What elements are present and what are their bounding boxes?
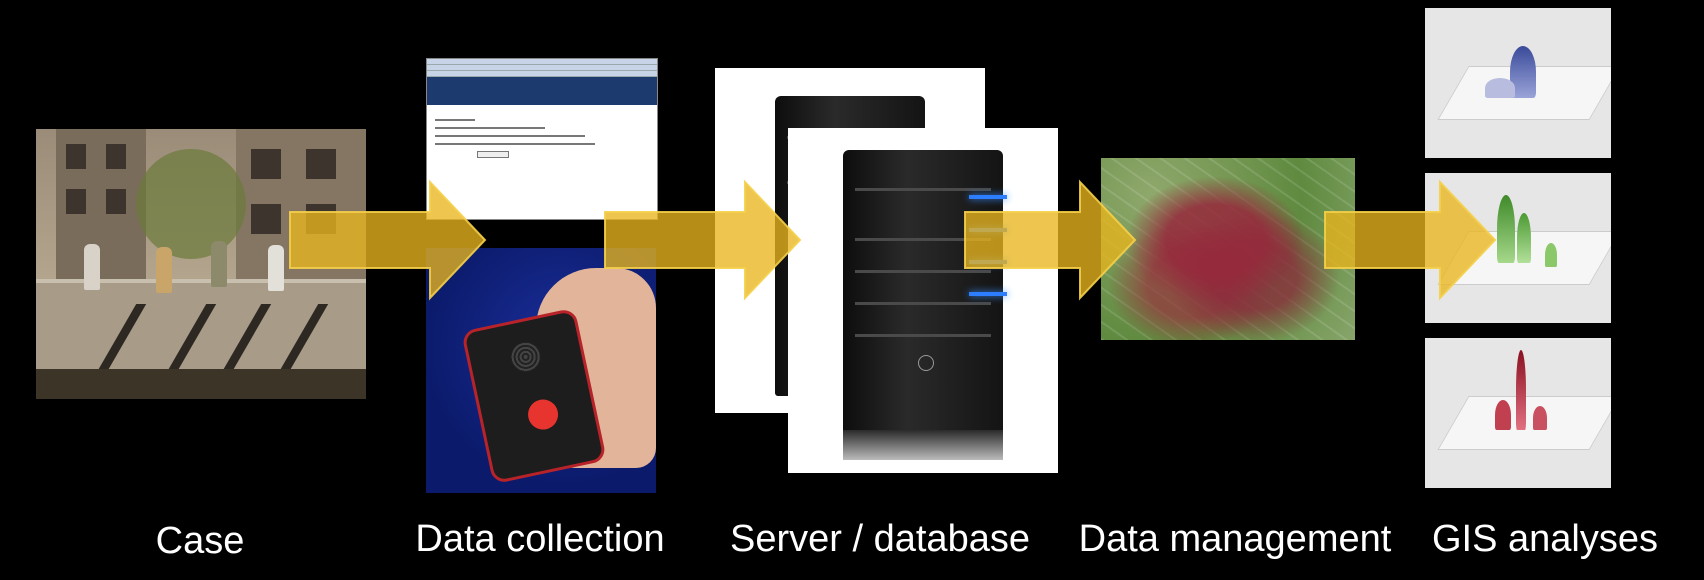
page-header: [427, 77, 657, 105]
density-peak: [1495, 400, 1511, 430]
person: [211, 241, 227, 287]
gps-device-photo: [426, 248, 656, 493]
person: [84, 244, 100, 290]
server-photo-front: [788, 128, 1058, 473]
text-line: [435, 127, 545, 129]
window: [251, 149, 281, 179]
density-peak: [1517, 213, 1531, 263]
case-photo: [36, 129, 366, 399]
label-data-management: Data management: [1078, 518, 1392, 560]
drive-bay: [855, 238, 991, 241]
text-line: [435, 143, 595, 145]
label-server-database: Server / database: [730, 518, 1030, 560]
right-arrow-icon: [964, 179, 1137, 301]
gis-3d-surface-red: [1425, 338, 1611, 488]
drive-bay: [855, 302, 991, 305]
drive-bay: [855, 270, 991, 273]
browser-toolbar: [427, 59, 657, 65]
density-peak: [1545, 243, 1557, 267]
window: [251, 204, 281, 234]
gis-3d-surface-blue: [1425, 8, 1611, 158]
server-base: [843, 430, 1003, 460]
window: [106, 189, 126, 214]
server-tower: [843, 150, 1007, 460]
person: [268, 245, 284, 291]
density-peak: [1497, 195, 1515, 263]
window: [106, 144, 126, 169]
density-peak: [1485, 78, 1515, 98]
window: [66, 144, 86, 169]
label-data-collection: Data collection: [415, 518, 665, 560]
person: [156, 247, 172, 293]
window: [306, 149, 336, 179]
text-line: [435, 119, 475, 121]
hp-logo-icon: [918, 355, 934, 371]
text-line: [435, 135, 585, 137]
right-arrow-icon: [604, 179, 802, 301]
water: [36, 369, 366, 399]
drive-bay: [855, 334, 991, 337]
drive-bay: [855, 188, 991, 191]
label-gis-analyses: GIS analyses: [1432, 518, 1658, 560]
browser-toolbar: [427, 71, 657, 77]
window: [66, 189, 86, 214]
heatmap-photo: [1101, 158, 1355, 340]
right-arrow-icon: [289, 179, 487, 301]
web-survey-screenshot: [426, 58, 658, 220]
density-peak: [1533, 406, 1547, 430]
label-case: Case: [155, 520, 245, 562]
tree: [136, 149, 246, 259]
density-peak: [1516, 350, 1526, 430]
login-button: [477, 151, 509, 158]
browser-toolbar: [427, 65, 657, 71]
blue-led: [969, 195, 1007, 199]
right-arrow-icon: [1324, 179, 1497, 301]
blue-led: [969, 292, 1007, 296]
